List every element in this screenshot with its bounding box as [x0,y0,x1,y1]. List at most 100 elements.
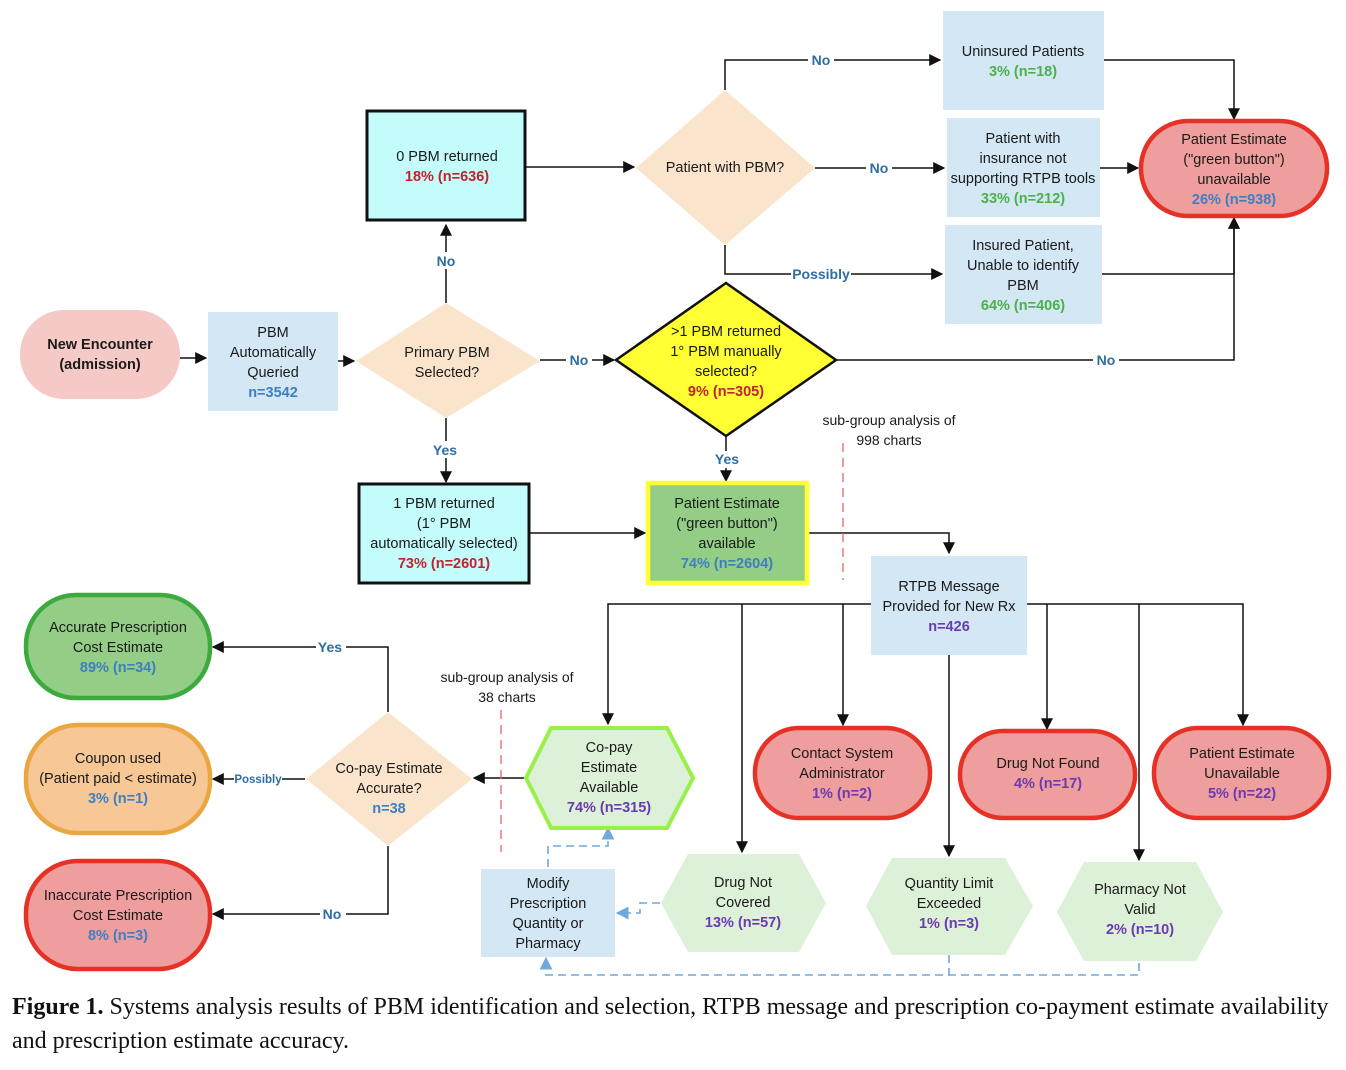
svg-text:89% (n=34): 89% (n=34) [80,660,156,676]
node-drug-not-found: Drug Not Found 4% (n=17) [957,728,1138,821]
svg-text:PBM: PBM [257,325,288,341]
edge-label-yes-one-pbm: Yes [433,442,457,458]
subgroup-38-note-line2: 38 charts [478,689,536,705]
svg-text:74% (n=2604): 74% (n=2604) [681,556,773,572]
svg-text:(1° PBM: (1° PBM [417,516,471,532]
svg-text:automatically selected): automatically selected) [370,536,518,552]
svg-text:18% (n=636): 18% (n=636) [405,169,489,185]
figure-caption: Figure 1. Systems analysis results of PB… [12,990,1342,1058]
edge-label-yes-accurate: Yes [318,639,342,655]
svg-text:Patient Estimate: Patient Estimate [1181,132,1287,148]
svg-text:insurance not: insurance not [979,151,1066,167]
svg-text:2% (n=10): 2% (n=10) [1106,922,1174,938]
svg-text:n=38: n=38 [372,801,405,817]
node-drug-not-covered: Drug Not Covered 13% (n=57) [661,854,826,952]
svg-text:1 PBM returned: 1 PBM returned [393,496,495,512]
node-rtpb-message: RTPB Message Provided for New Rx n=426 [871,556,1027,655]
svg-text:Accurate Prescription: Accurate Prescription [49,620,187,636]
svg-text:73% (n=2601): 73% (n=2601) [398,556,490,572]
svg-text:Quantity or: Quantity or [513,916,584,932]
node-inaccurate-estimate: Inaccurate Prescription Cost Estimate 8%… [23,858,213,972]
svg-text:Contact System: Contact System [791,746,893,762]
svg-text:Exceeded: Exceeded [917,896,982,912]
svg-text:Accurate?: Accurate? [356,781,421,797]
svg-text:8% (n=3): 8% (n=3) [88,928,148,944]
node-new-encounter: New Encounter (admission) [20,310,180,399]
svg-text:Cost Estimate: Cost Estimate [73,908,163,924]
edge-label-no-unavailable: No [1097,352,1116,368]
svg-text:Patient Estimate: Patient Estimate [1189,746,1295,762]
svg-text:Patient with: Patient with [986,131,1061,147]
svg-text:Automatically: Automatically [230,345,317,361]
node-modify-prescription: Modify Prescription Quantity or Pharmacy [481,869,615,957]
node-quantity-limit: Quantity Limit Exceeded 1% (n=3) [866,858,1033,955]
svg-text:9% (n=305): 9% (n=305) [688,384,764,400]
svg-text:Patient with PBM?: Patient with PBM? [666,160,784,176]
node-unable-identify-pbm: Insured Patient, Unable to identify PBM … [945,225,1102,324]
node-accurate-estimate: Accurate Prescription Cost Estimate 89% … [23,592,213,701]
svg-text:>1 PBM returned: >1 PBM returned [671,324,781,340]
svg-text:supporting RTPB tools: supporting RTPB tools [951,171,1096,187]
svg-text:64% (n=406): 64% (n=406) [981,298,1065,314]
svg-text:("green button"): ("green button") [1183,152,1284,168]
svg-text:Cost Estimate: Cost Estimate [73,640,163,656]
node-estimate-available: Patient Estimate ("green button") availa… [645,480,810,586]
svg-text:Pharmacy Not: Pharmacy Not [1094,882,1186,898]
modify-feedback-loops [539,826,1140,976]
svg-text:Inaccurate Prescription: Inaccurate Prescription [44,888,192,904]
svg-text:Modify: Modify [527,876,570,892]
svg-text:Patient Estimate: Patient Estimate [674,496,780,512]
svg-text:Provided for New Rx: Provided for New Rx [883,599,1017,615]
node-multi-pbm-decision: >1 PBM returned 1° PBM manually selected… [613,281,839,438]
svg-text:Valid: Valid [1124,902,1155,918]
svg-text:5% (n=22): 5% (n=22) [1208,786,1276,802]
svg-text:Pharmacy: Pharmacy [515,936,581,952]
edge-label-no-uninsured: No [812,52,831,68]
subgroup-998-note-line2: 998 charts [856,432,921,448]
svg-text:4% (n=17): 4% (n=17) [1014,776,1082,792]
connectors [180,54,1249,920]
node-not-supporting-rtpb: Patient with insurance not supporting RT… [947,118,1100,217]
node-estimate-unavailable: Patient Estimate ("green button") unavai… [1138,118,1330,219]
svg-text:Co-pay: Co-pay [586,740,633,756]
node-pbm-queried: PBM Automatically Queried n=3542 [208,312,338,411]
edge-label-no-inaccurate: No [323,906,342,922]
svg-text:74% (n=315): 74% (n=315) [567,800,651,816]
svg-text:Prescription: Prescription [510,896,587,912]
svg-text:unavailable: unavailable [1197,172,1270,188]
node-zero-pbm: 0 PBM returned 18% (n=636) [365,109,527,222]
node-rtpb-estimate-unavailable: Patient Estimate Unavailable 5% (n=22) [1151,725,1332,821]
subgroup-998-note-line1: sub-group analysis of [822,412,955,428]
edge-label-possibly-coupon: Possibly [234,774,282,786]
svg-text:n=3542: n=3542 [248,385,298,401]
edge-labels: No No Possibly No No No Yes Yes Yes Poss… [234,52,1119,923]
figure-caption-label: Figure 1. [12,994,104,1020]
svg-text:1% (n=2): 1% (n=2) [812,786,872,802]
node-primary-pbm-decision: Primary PBM Selected? [356,303,540,418]
svg-text:Covered: Covered [716,895,771,911]
node-pharmacy-not-valid: Pharmacy Not Valid 2% (n=10) [1057,862,1223,961]
svg-text:Uninsured Patients: Uninsured Patients [962,44,1085,60]
svg-text:("green button"): ("green button") [676,516,777,532]
svg-text:Estimate: Estimate [581,760,637,776]
svg-text:available: available [698,536,755,552]
svg-text:New Encounter: New Encounter [47,337,153,353]
node-one-pbm: 1 PBM returned (1° PBM automatically sel… [357,482,531,585]
edge-label-no-not-supporting: No [870,160,889,176]
svg-text:Primary PBM: Primary PBM [404,345,489,361]
node-patient-with-pbm-decision: Patient with PBM? [636,90,815,245]
svg-text:Queried: Queried [247,365,299,381]
svg-text:26% (n=938): 26% (n=938) [1192,192,1276,208]
node-uninsured: Uninsured Patients 3% (n=18) [943,11,1104,110]
svg-text:13% (n=57): 13% (n=57) [705,915,781,931]
svg-text:Co-pay Estimate: Co-pay Estimate [335,761,442,777]
edge-label-no-zero-pbm: No [437,253,456,269]
svg-text:1° PBM manually: 1° PBM manually [670,344,782,360]
subgroup-38-note-line1: sub-group analysis of [440,669,573,685]
svg-text:Selected?: Selected? [415,365,480,381]
svg-text:PBM: PBM [1007,278,1038,294]
node-copay-available: Co-pay Estimate Available 74% (n=315) [523,726,696,830]
svg-text:Unavailable: Unavailable [1204,766,1280,782]
svg-text:(admission): (admission) [59,357,141,373]
edge-label-possibly-unable: Possibly [792,266,850,282]
